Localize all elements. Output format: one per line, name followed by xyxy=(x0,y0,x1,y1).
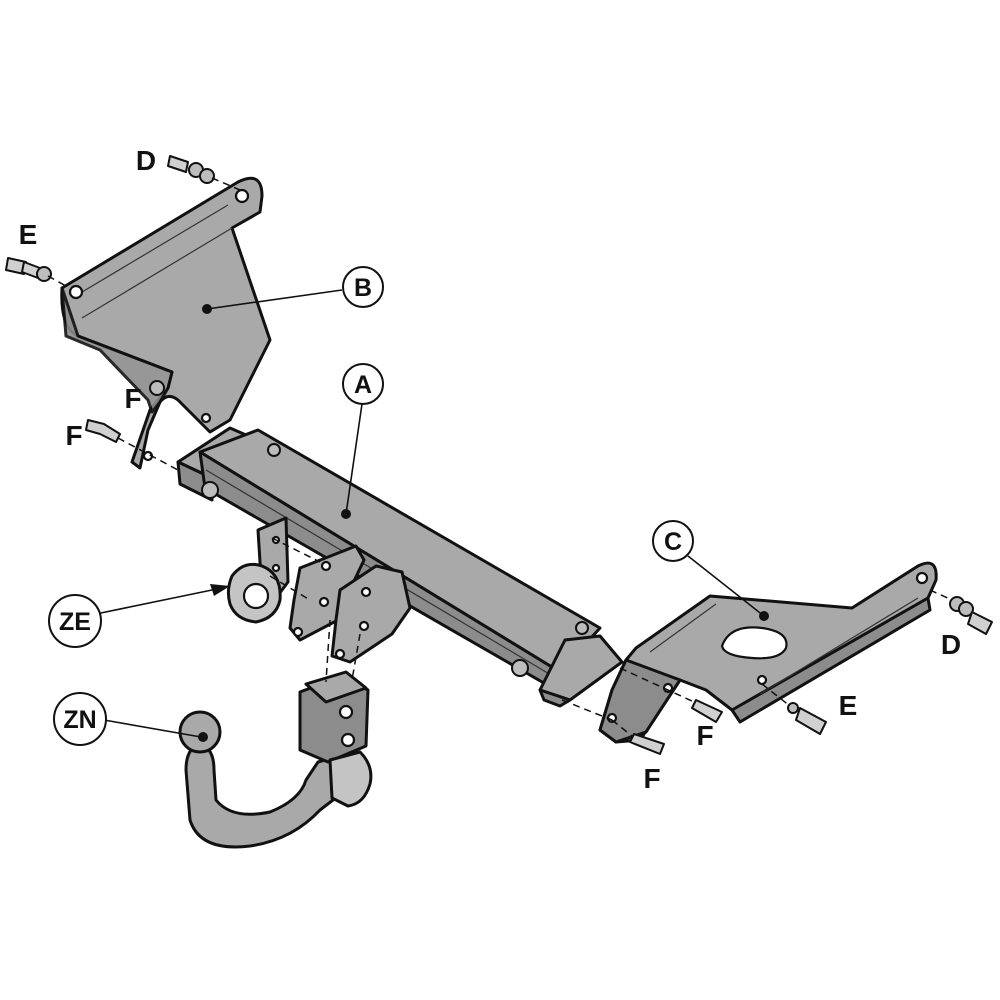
leader-lines xyxy=(95,289,765,738)
bolt-f-right-upper xyxy=(691,699,723,723)
bolt-d-left xyxy=(167,155,215,184)
ze-arrowhead xyxy=(210,584,230,596)
bolt-e-left xyxy=(5,257,52,282)
label-e-left: E xyxy=(19,219,38,250)
electrical-socket-ze xyxy=(226,516,290,624)
label-f-right-lower: F xyxy=(643,763,660,794)
label-f-right-upper: F xyxy=(696,720,713,751)
assembly-lines xyxy=(47,177,953,737)
bolt-f-right-lower xyxy=(629,733,665,755)
ball-mount-plates xyxy=(288,544,412,664)
bracket-c xyxy=(598,561,938,744)
bracket-b xyxy=(60,176,272,470)
label-f-left-upper: F xyxy=(124,383,141,414)
callout-ze: ZE xyxy=(48,594,102,648)
callout-ze-text: ZE xyxy=(59,608,91,636)
bolt-e-right xyxy=(787,702,827,735)
callout-zn: ZN xyxy=(53,692,107,746)
callout-b-text: B xyxy=(354,274,372,302)
label-d-right: D xyxy=(941,629,961,660)
callout-c-text: C xyxy=(664,528,682,556)
tow-ball-zn xyxy=(178,670,373,849)
bolt-f-left-lower xyxy=(85,419,121,443)
bolt-f-left-upper xyxy=(149,380,165,396)
bolt-d-right xyxy=(949,596,993,635)
callout-zn-text: ZN xyxy=(63,706,96,734)
callout-a: A xyxy=(342,363,384,405)
callout-a-text: A xyxy=(354,371,372,399)
label-f-left-lower: F xyxy=(65,420,82,451)
label-e-right: E xyxy=(839,690,858,721)
label-d-left: D xyxy=(136,145,156,176)
callout-c: C xyxy=(652,520,694,562)
callout-b: B xyxy=(342,266,384,308)
